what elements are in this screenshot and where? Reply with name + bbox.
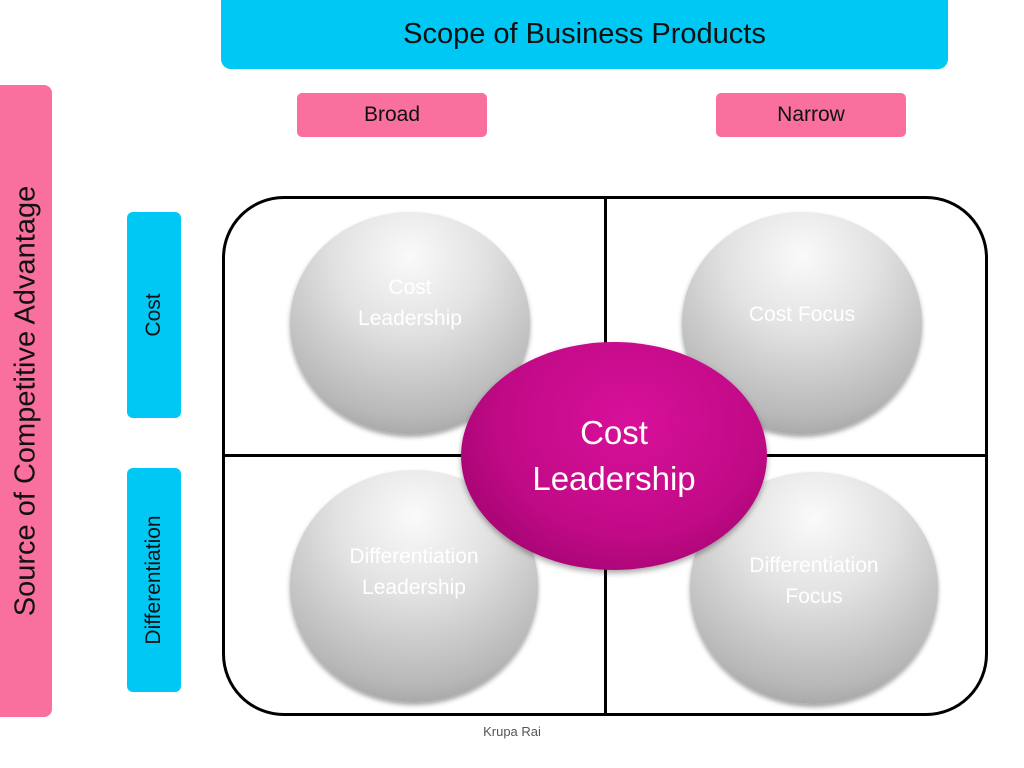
highlighted-strategy-oval: Cost Leadership bbox=[461, 342, 767, 570]
differentiation-row-label bbox=[127, 468, 181, 692]
narrow-column-label: Narrow bbox=[716, 93, 906, 137]
source-advantage-bar bbox=[0, 85, 52, 717]
cost-row-text: Cost bbox=[142, 293, 165, 337]
source-advantage-label: Source of Competitive Advantage bbox=[9, 185, 42, 617]
scope-header: Scope of Business Products bbox=[221, 0, 948, 69]
highlighted-strategy-text: Cost Leadership bbox=[532, 414, 696, 497]
cost-row-label bbox=[127, 212, 181, 418]
scope-title: Scope of Business Products bbox=[403, 18, 766, 50]
differentiation-leadership-text: Differentiation Leadership bbox=[349, 544, 479, 599]
differentiation-row-text: Differentiation bbox=[142, 515, 165, 645]
differentiation-leadership-circle: Differentiation Leadership bbox=[290, 470, 538, 702]
narrow-label-text: Narrow bbox=[777, 103, 845, 126]
broad-label-text: Broad bbox=[363, 103, 421, 126]
differentiation-focus-text: Differentiation Focus bbox=[749, 554, 879, 608]
cost-leadership-text: Cost Leadership bbox=[358, 276, 462, 330]
broad-column-label: Broad bbox=[297, 93, 487, 137]
cost-focus-text: Cost Focus bbox=[748, 302, 856, 326]
author-credit: Krupa Rai bbox=[483, 724, 541, 739]
